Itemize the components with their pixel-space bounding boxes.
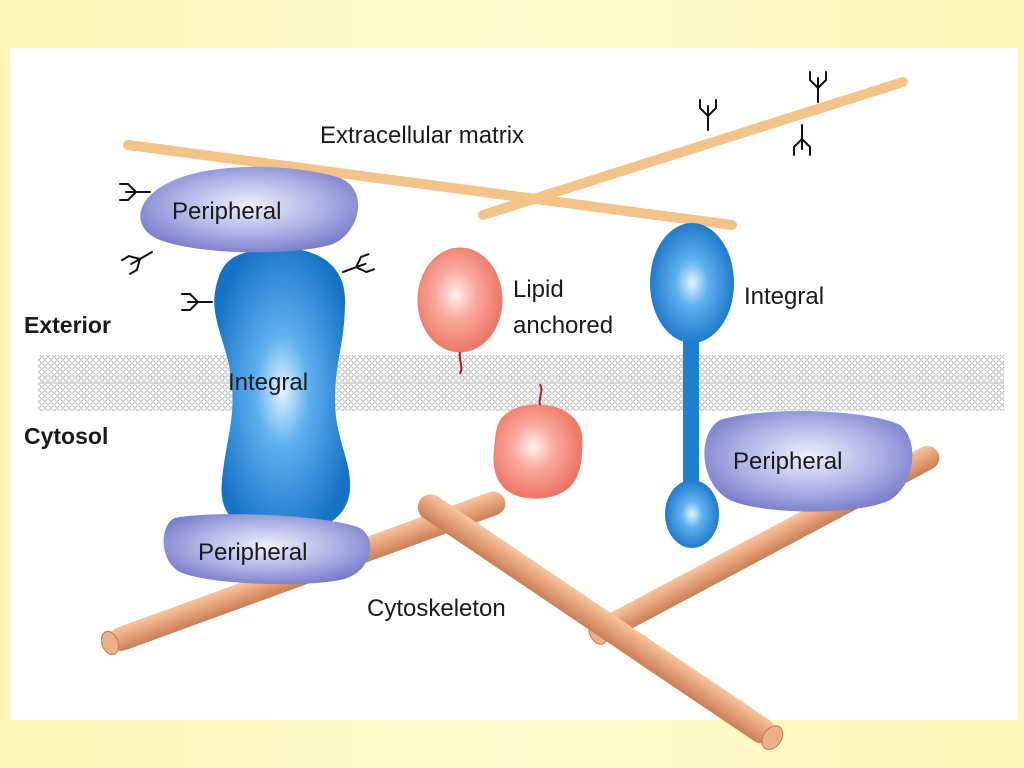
lipid-anchor-icon xyxy=(458,351,463,375)
exterior-label: Exterior xyxy=(24,312,111,338)
extracellular-matrix-label: Extracellular matrix xyxy=(320,122,524,149)
lipid-anchored-label-line2: anchored xyxy=(513,312,613,339)
matrix-fiber xyxy=(123,140,737,230)
extracellular-matrix-fibers xyxy=(123,77,908,230)
peripheral-protein-bottom-left xyxy=(163,514,371,585)
peripheral-protein-top-left xyxy=(140,166,359,253)
peripheral-top-left-label: Peripheral xyxy=(172,198,281,225)
cytoskeleton-label: Cytoskeleton xyxy=(367,595,506,622)
lipid-bilayer xyxy=(38,355,1004,411)
cytosol-label: Cytosol xyxy=(24,423,108,449)
integral-left-label: Integral xyxy=(228,369,308,396)
peripheral-protein-right xyxy=(704,410,913,512)
peripheral-bottom-left-label: Peripheral xyxy=(198,539,307,566)
peripheral-right-label: Peripheral xyxy=(733,448,842,475)
lipid-anchored-label-line1: Lipid xyxy=(513,276,564,303)
integral-protein-right xyxy=(650,223,734,548)
cytoskeleton-rod xyxy=(417,494,784,751)
matrix-fiber xyxy=(478,77,908,220)
lipid-anchored-protein-cytosol xyxy=(493,383,583,499)
lipid-anchored-protein-exterior xyxy=(417,247,503,375)
lipid-anchor-icon xyxy=(538,383,543,406)
integral-right-label: Integral xyxy=(744,283,824,310)
integral-protein-left xyxy=(214,248,351,533)
